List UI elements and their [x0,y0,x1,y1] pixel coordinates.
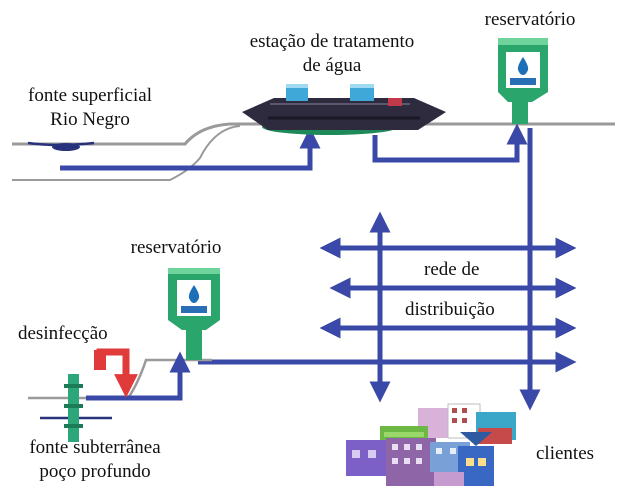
well-icon [64,374,83,442]
river-water-icon [27,141,95,151]
customers-label: clientes [536,443,595,464]
treatment-label-line1: estação de tratamento [249,31,415,52]
surface-source-label: fonte superficial Rio Negro [6,84,174,132]
reservoir-bottom-label: reservatório [130,237,222,258]
treatment-station-icon [242,84,446,135]
surface-label-line1: fonte superficial [28,85,152,106]
distribution-network [198,211,577,403]
treatment-station-label: estação de tratamento de água [222,30,442,78]
well-pipe [86,351,191,401]
ground-label-line2: poço profundo [39,461,151,482]
reservoir-bottom-icon [168,268,220,360]
distribution-label-line2: distribuição [405,299,495,320]
customer-buildings-icon [346,403,516,486]
ground-surface-line [12,122,615,146]
groundwater-source-label: fonte subterrânea poço profundo [10,436,180,484]
riverbed-line [12,125,241,181]
lower-ground-line [28,358,212,400]
reservoir-top-icon [498,38,548,124]
water-drop-icon [517,57,529,75]
treatment-label-line2: de água [302,55,362,76]
disinfection-unit-icon [94,348,138,398]
reservoir-top-label: reservatório [484,9,576,30]
intake-pipe [60,127,321,171]
distribution-label-line1: rede de [424,259,480,280]
surface-label-line2: Rio Negro [50,109,130,130]
treated-water-pipe [372,123,528,163]
disinfection-label: desinfecção [18,323,108,344]
ground-label-line1: fonte subterrânea [29,437,161,458]
